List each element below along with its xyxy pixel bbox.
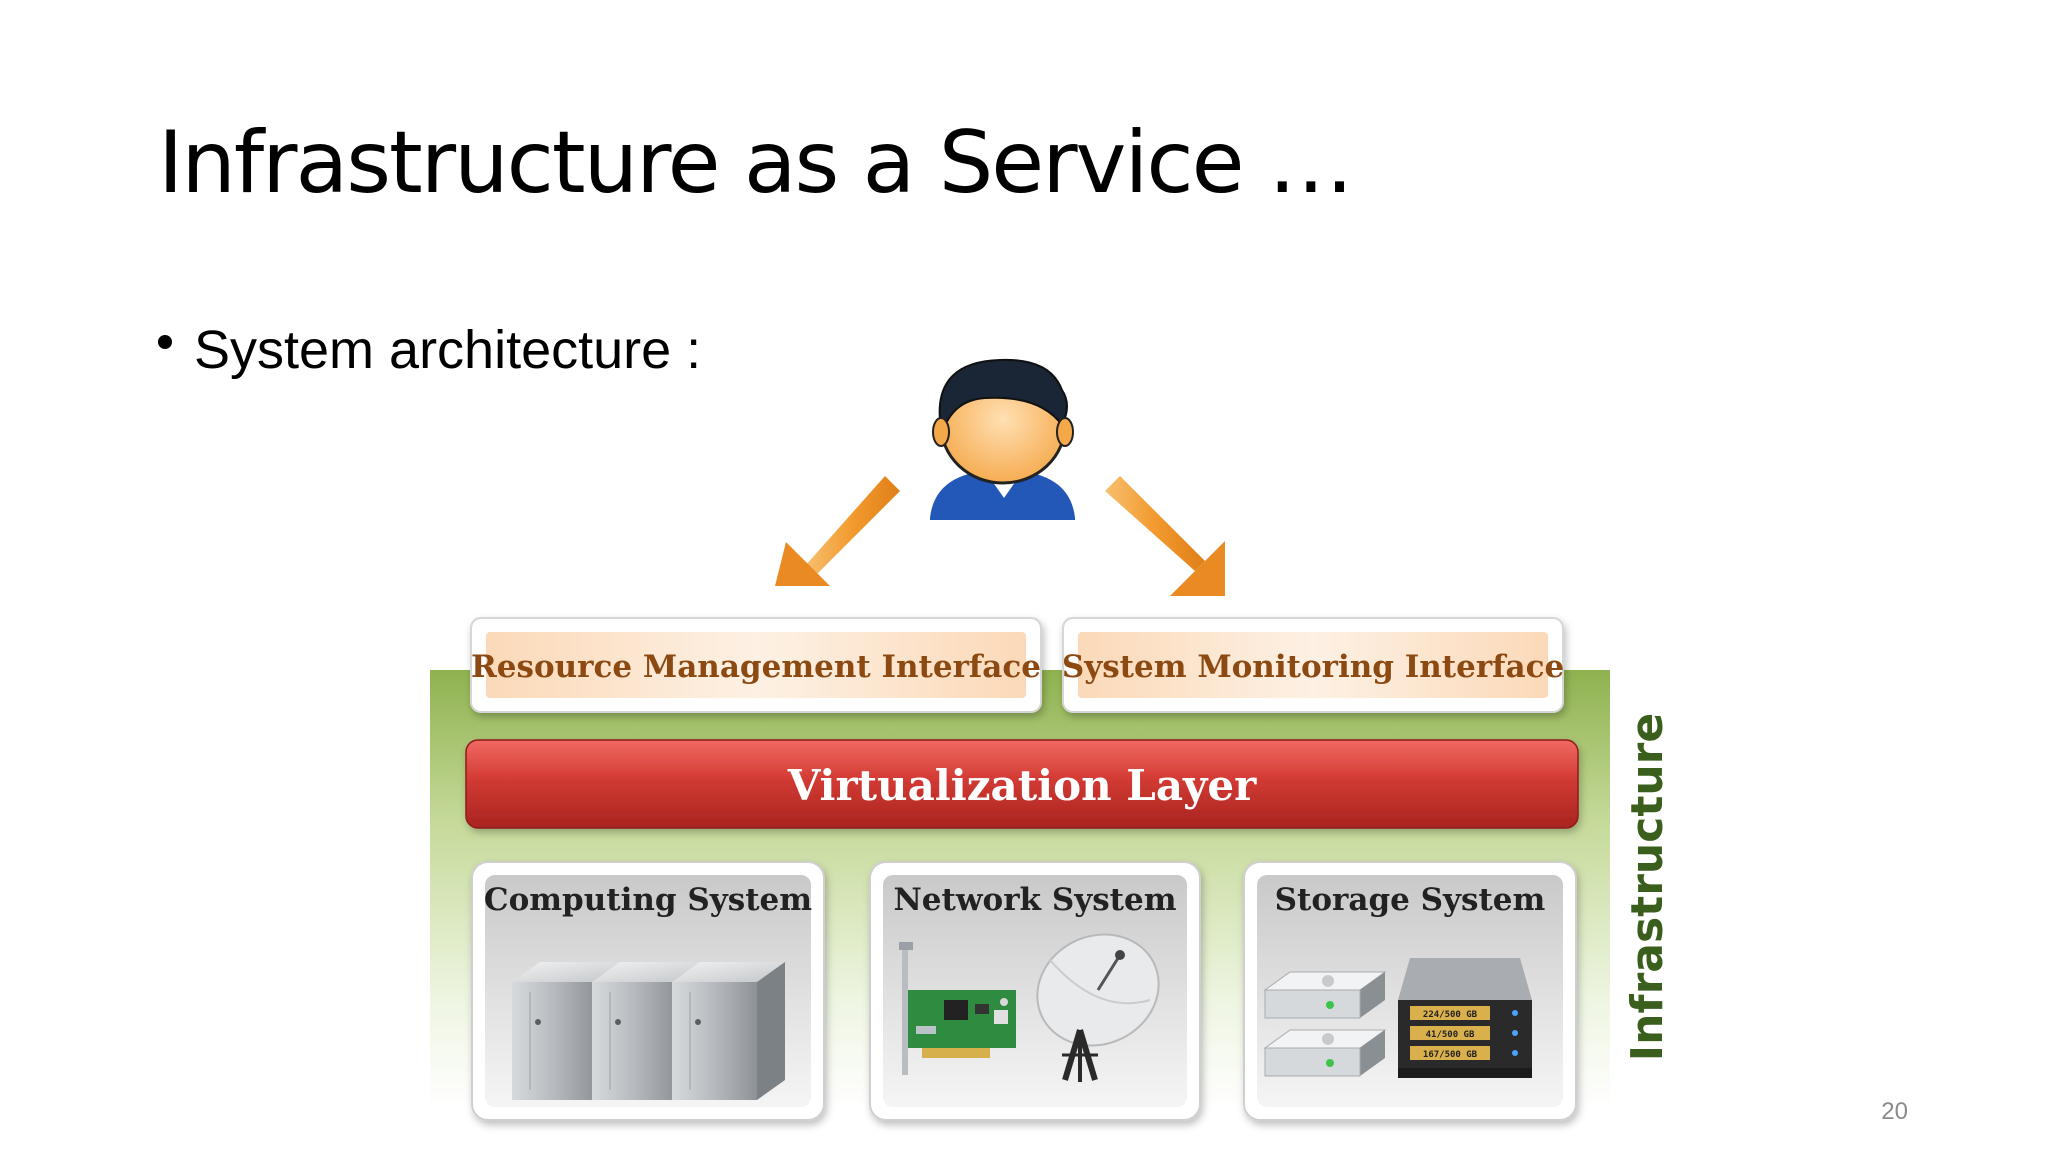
infrastructure-label: Infrastructure (1622, 713, 1673, 1061)
resource-management-interface-label: Resource Management Interface (471, 649, 1041, 685)
storage-system-label: Storage System (1275, 882, 1546, 918)
left-arrow-icon (775, 476, 900, 586)
storage-readout-2: 41/500 GB (1426, 1030, 1475, 1040)
user-icon (930, 360, 1075, 520)
computing-system-label: Computing System (484, 882, 812, 918)
storage-readout-1: 224/500 GB (1423, 1010, 1478, 1020)
right-arrow-icon (1105, 476, 1225, 596)
system-monitoring-interface-label: System Monitoring Interface (1062, 649, 1564, 685)
storage-readout-3: 167/500 GB (1423, 1050, 1478, 1060)
storage-array-icon: 224/500 GB 41/500 GB 167/500 GB (1398, 958, 1532, 1078)
page-number: 20 (1881, 1098, 1908, 1126)
virtualization-layer-label: Virtualization Layer (787, 761, 1257, 810)
server-towers-icon (512, 962, 785, 1100)
network-system-label: Network System (893, 882, 1176, 918)
